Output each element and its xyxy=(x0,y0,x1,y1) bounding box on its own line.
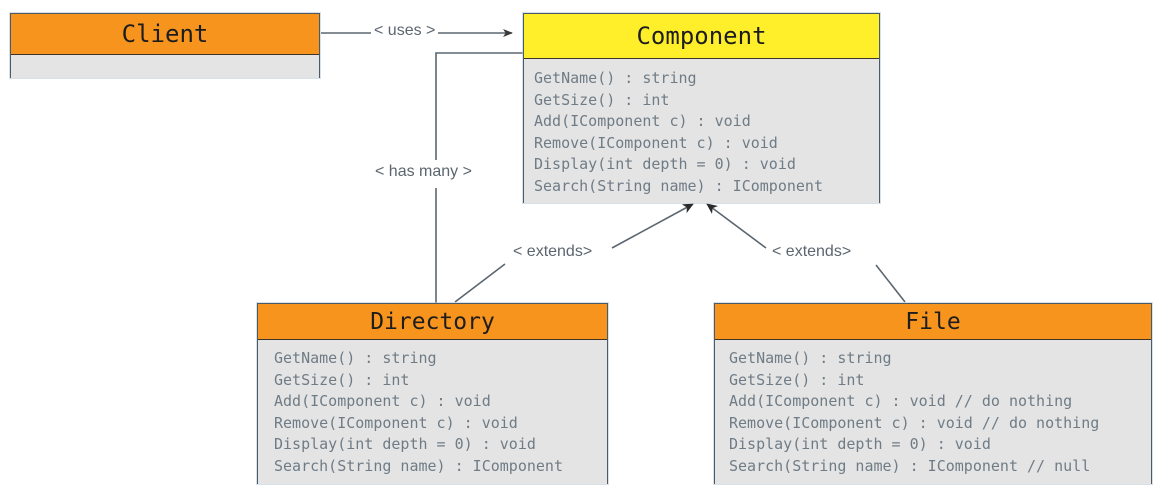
relation-label-extends-directory: < extends> xyxy=(510,243,596,261)
member-row: GetName() : string xyxy=(729,349,892,367)
member-row: Remove(IComponent c) : void // do nothin… xyxy=(729,413,1100,432)
class-title-directory: Directory xyxy=(258,304,607,340)
member-row: GetSize() : int xyxy=(534,90,670,109)
member-row: Display(int depth = 0) : void xyxy=(274,435,536,453)
member-row: GetSize() : int xyxy=(274,370,410,389)
class-box-client[interactable]: Client xyxy=(10,13,320,78)
member-row: Add(IComponent c) : void xyxy=(534,112,751,130)
member-row: GetSize() : int xyxy=(729,370,865,389)
class-box-file[interactable]: File GetName() : string GetSize() : int … xyxy=(714,303,1152,484)
class-members-client xyxy=(11,55,319,78)
member-row: GetName() : string xyxy=(534,69,697,87)
member-row: Search(String name) : IComponent xyxy=(274,456,563,475)
class-box-directory[interactable]: Directory GetName() : string GetSize() :… xyxy=(257,303,608,484)
member-row: Remove(IComponent c) : void xyxy=(274,413,518,432)
relation-label-uses: < uses > xyxy=(371,22,439,40)
member-row: Add(IComponent c) : void xyxy=(274,392,491,410)
member-row: Remove(IComponent c) : void xyxy=(534,133,778,152)
relation-label-extends-file: < extends> xyxy=(769,243,855,261)
member-row: Display(int depth = 0) : void xyxy=(729,435,991,453)
class-title-component: Component xyxy=(524,14,879,59)
member-row: Search(String name) : IComponent xyxy=(534,176,823,195)
member-row: GetName() : string xyxy=(274,349,437,367)
class-title-client: Client xyxy=(11,14,319,55)
class-members-directory: GetName() : string GetSize() : int Add(I… xyxy=(258,340,607,484)
member-row: Search(String name) : IComponent // null xyxy=(729,456,1091,475)
member-row: Add(IComponent c) : void // do nothing xyxy=(729,392,1073,410)
class-members-component: GetName() : string GetSize() : int Add(I… xyxy=(524,59,879,203)
class-members-file: GetName() : string GetSize() : int Add(I… xyxy=(715,340,1151,484)
member-row: Display(int depth = 0) : void xyxy=(534,155,796,173)
class-title-file: File xyxy=(715,304,1151,340)
class-box-component[interactable]: Component GetName() : string GetSize() :… xyxy=(523,13,880,203)
relation-label-has-many: < has many > xyxy=(372,163,475,181)
